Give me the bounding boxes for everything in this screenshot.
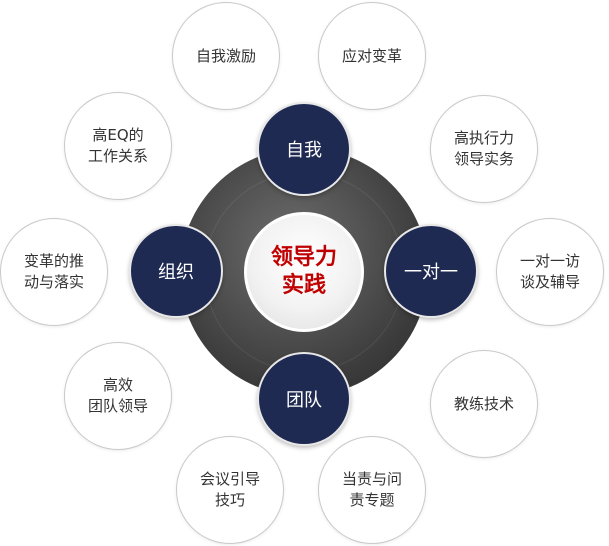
topic-self-motivation: 自我激励 [172, 2, 280, 110]
pillar-one-on-one: 一对一 [384, 224, 478, 318]
topic-label: 变革的推 动与落实 [23, 252, 84, 291]
topic-label: 自我激励 [195, 46, 256, 65]
topic-change-implementation: 变革的推 动与落实 [0, 218, 108, 326]
pillar-organization: 组织 [129, 224, 223, 318]
topic-one-on-one-coaching: 一对一访 谈及辅导 [496, 218, 604, 326]
topic-label: 当责与问 责专题 [341, 470, 402, 509]
pillar-label: 一对一 [404, 262, 458, 283]
topic-label: 一对一访 谈及辅导 [519, 252, 580, 291]
topic-accountability: 当责与问 责专题 [318, 436, 426, 544]
topic-coaching-skills: 教练技术 [430, 350, 538, 458]
pillar-self: 自我 [257, 102, 351, 196]
topic-label: 教练技术 [453, 394, 514, 413]
topic-eq-relationships: 高EQ的 工作关系 [64, 92, 172, 200]
topic-label: 会议引导 技巧 [199, 470, 260, 509]
topic-meeting-facilitation: 会议引导 技巧 [176, 436, 284, 544]
pillar-label: 团队 [286, 390, 322, 411]
topic-high-execution: 高执行力 领导实务 [430, 95, 538, 203]
topic-team-leadership: 高效 团队领导 [64, 342, 172, 450]
topic-label: 高效 团队领导 [87, 376, 148, 415]
center-label: 领导力 实践 [270, 245, 337, 298]
topic-label: 应对变革 [341, 46, 402, 65]
topic-respond-to-change: 应对变革 [318, 2, 426, 110]
center-circle: 领导力 实践 [244, 212, 364, 332]
pillar-label: 自我 [286, 140, 322, 161]
topic-label: 高执行力 领导实务 [453, 129, 514, 168]
pillar-label: 组织 [158, 262, 194, 283]
pillar-team: 团队 [257, 352, 351, 446]
topic-label: 高EQ的 工作关系 [87, 126, 148, 165]
